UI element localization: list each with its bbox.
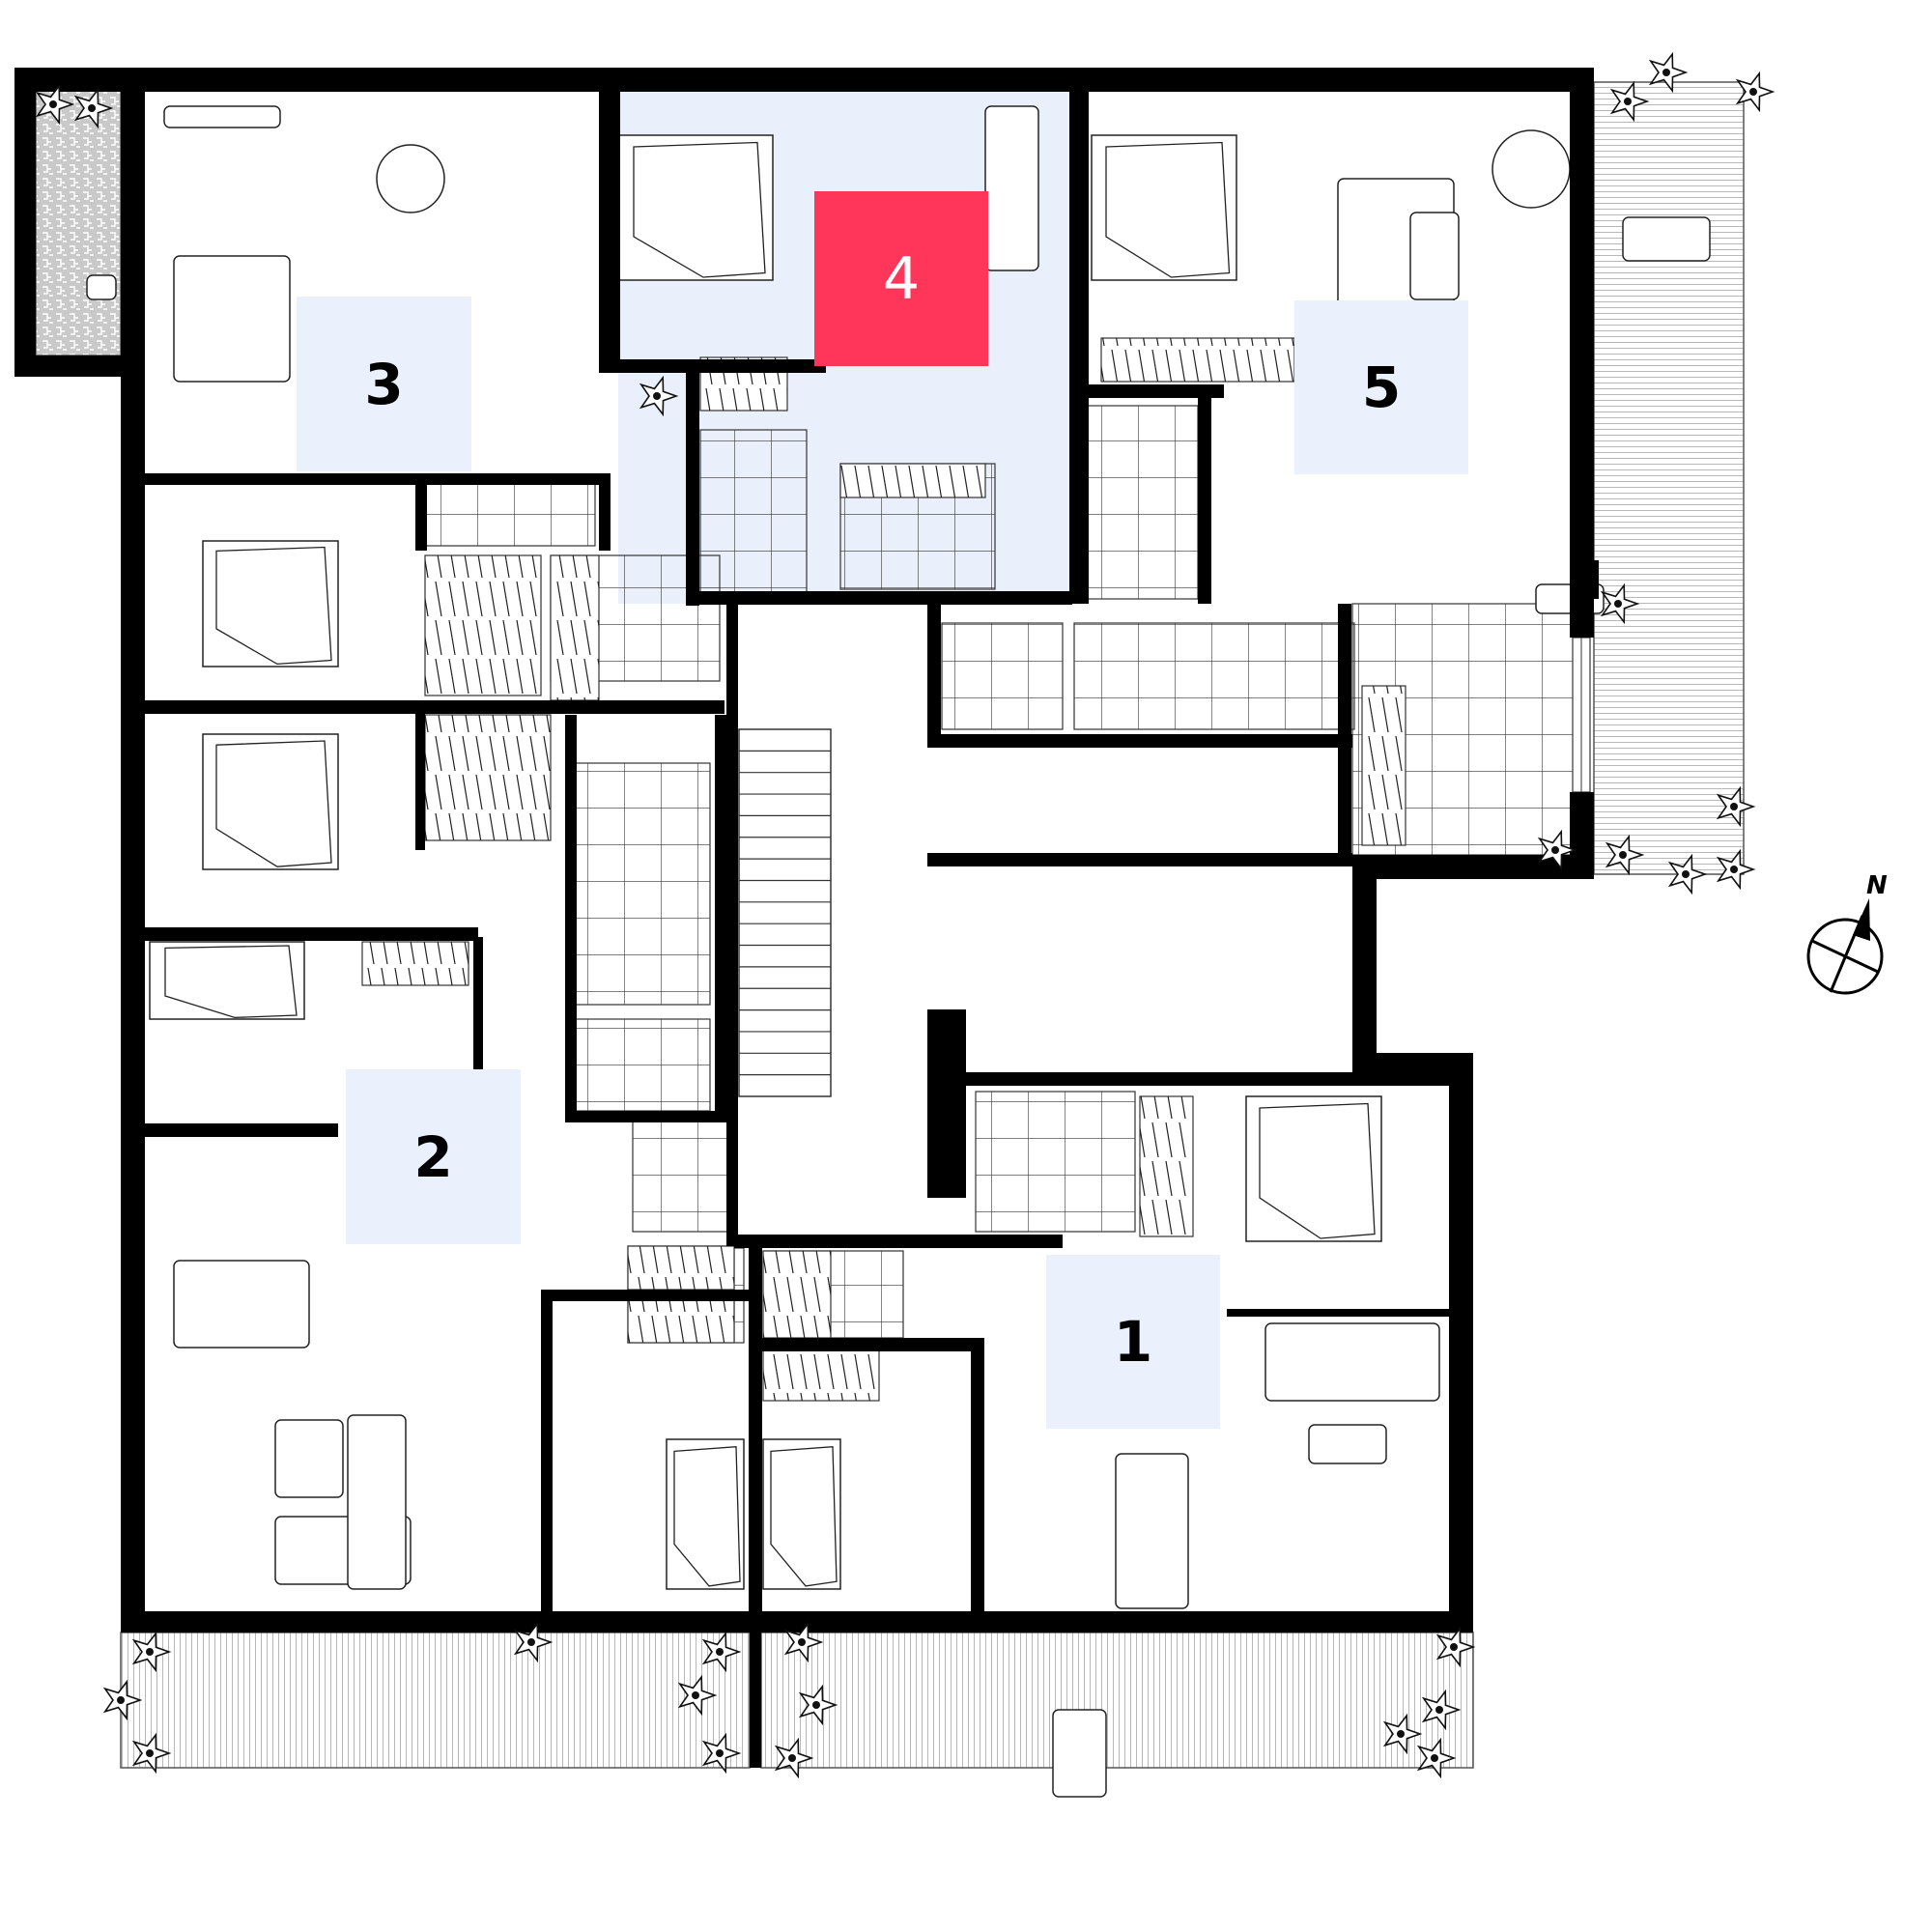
west-balcony	[35, 86, 122, 356]
east-terrace	[1593, 81, 1745, 875]
unit-marker-3[interactable]: 3	[297, 297, 471, 471]
staircase	[738, 728, 832, 1097]
tiled-floors	[420, 405, 1576, 1344]
unit-marker-5[interactable]: 5	[1294, 300, 1468, 474]
unit-marker-2[interactable]: 2	[346, 1069, 521, 1244]
unit-marker-4-selected[interactable]: 4	[814, 191, 988, 366]
unit-number: 3	[364, 351, 404, 417]
unit-number: 5	[1361, 355, 1402, 420]
unit-number: 4	[882, 244, 921, 313]
unit-number: 1	[1113, 1309, 1153, 1375]
north-label: N	[1866, 871, 1888, 900]
furniture	[86, 105, 1711, 1798]
north-compass-icon: N	[1806, 871, 1888, 995]
unit-marker-1[interactable]: 1	[1046, 1255, 1220, 1429]
south-terrace-east	[760, 1632, 1474, 1769]
plants	[35, 51, 1776, 1779]
walls	[14, 68, 1599, 1768]
south-terrace-west	[120, 1632, 751, 1769]
wardrobes	[361, 337, 1406, 1402]
unit-number: 2	[413, 1123, 453, 1190]
